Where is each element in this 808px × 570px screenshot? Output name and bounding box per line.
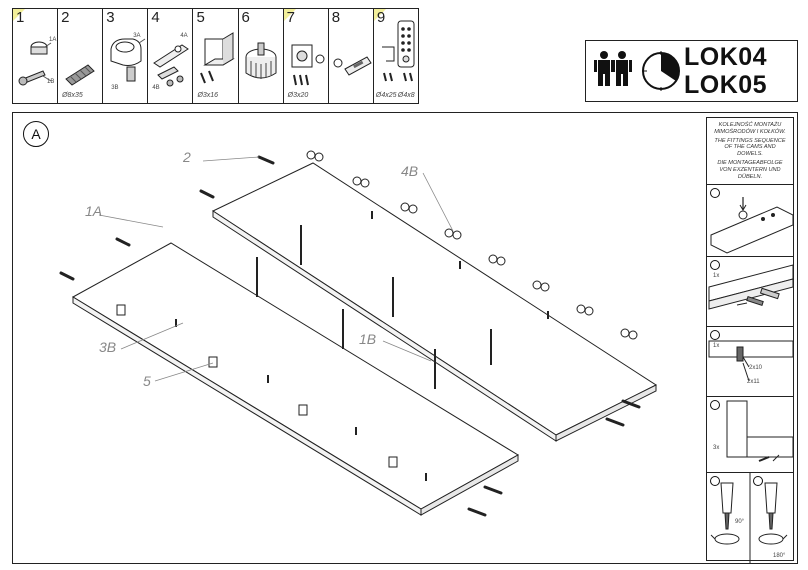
callout-label: 1B (359, 331, 377, 347)
part-number: 5 (196, 9, 205, 26)
part-number: 3 (106, 9, 115, 26)
callout-label: 2 (183, 149, 191, 165)
callout-label: 1A (85, 203, 103, 219)
substep-4: 3x (707, 396, 794, 472)
model-header: LOK04 LOK05 (585, 40, 798, 102)
instruction-pl: KOLEJNOŚĆ MONTAŻU MIMOŚRODÓW I KOŁKÓW. (714, 122, 786, 135)
part-dimension: Ø4x25 (375, 92, 397, 99)
panel-assembly-drawing (59, 150, 658, 517)
model-code: LOK04 (684, 43, 768, 71)
screwdriver-diagram (710, 473, 788, 563)
part-cell-4: 4 4A 4B (148, 9, 194, 103)
substep-marker (753, 476, 763, 486)
cam-housings (306, 150, 638, 340)
code-lock-icon (381, 20, 415, 82)
substep-marker (710, 188, 720, 198)
fitting-sequence-panel: KOLEJNOŚĆ MONTAŻU MIMOŚRODÓW I KOŁKÓW. T… (706, 117, 794, 563)
step-badge: A (23, 121, 49, 147)
rotation-label: 90° (735, 519, 745, 525)
measurement-label: 2x11 (747, 379, 760, 385)
callout-label: 3B (99, 339, 117, 355)
part-dimension: Ø8x35 (62, 92, 83, 99)
dowel-icon (65, 64, 95, 86)
upper-board (211, 162, 658, 442)
part-dimension: Ø3x16 (197, 92, 219, 99)
callout-label: 4B (401, 163, 419, 179)
part-number: 6 (241, 9, 250, 26)
cam-housing-icon (110, 38, 146, 82)
bracket-fittings (116, 304, 398, 468)
corner-flag (283, 9, 296, 21)
dowels (59, 155, 641, 517)
hinge-icon (153, 44, 190, 87)
substep-marker (710, 260, 720, 270)
corner-flag (13, 9, 25, 21)
sub-label: 1B (47, 79, 55, 85)
part-cell-3: 3 3A 3B (103, 9, 149, 103)
part-number: 4 (151, 9, 160, 26)
key-plate-icon (333, 56, 372, 76)
part-cell-1: 1 1A 1B (13, 9, 59, 103)
part-cell-7: 7 Ø3x20 (283, 9, 329, 103)
sub-label: 3A (133, 33, 141, 39)
part-number: 7 (286, 9, 295, 26)
substep-1 (707, 184, 794, 256)
cam-insertion-diagram (710, 197, 794, 254)
parts-strip: 1 1A 1B 2 Ø8x35 3 3A (12, 8, 419, 104)
substep-marker (710, 400, 720, 410)
part-dimension: Ø3x20 (287, 92, 309, 99)
substep-marker (710, 476, 720, 486)
corner-flag (373, 9, 386, 21)
clock-icon (642, 51, 680, 91)
substep-marker (710, 330, 720, 340)
callout-label: 5 (143, 373, 151, 389)
cam-lock-icon (18, 41, 52, 86)
assembly-step-frame: A (12, 112, 798, 564)
part-dimension: Ø4x8 (397, 92, 415, 99)
callout-leaders (98, 156, 454, 382)
quantity-label: 1x (713, 343, 720, 349)
sequence-instructions: KOLEJNOŚĆ MONTAŻU MIMOŚRODÓW I KOŁKÓW. T… (711, 122, 789, 182)
part-number: 1 (16, 9, 25, 26)
substep-3: 1x 2x10 2x11 (707, 326, 794, 396)
sub-label: 4B (152, 85, 160, 91)
fixing-screws (175, 211, 549, 481)
panel-joint-diagram (726, 400, 794, 462)
bracket-icon (200, 32, 236, 84)
knob-icon (245, 42, 277, 79)
part-number: 8 (331, 9, 341, 26)
lock-icon (291, 44, 325, 86)
instruction-de: DIE MONTAGEABFOLGE VON EXZENTERN UND DÜB… (717, 159, 783, 180)
lower-board (72, 242, 519, 516)
rotation-label: 180° (773, 553, 786, 559)
sub-label: 1A (49, 37, 57, 43)
quantity-label: 3x (713, 445, 720, 451)
part-cell-6: 6 (239, 9, 284, 103)
part-cell-8: 8 (329, 9, 374, 103)
part-cell-2: 2 Ø8x35 (58, 9, 104, 103)
header-icons (594, 51, 680, 91)
part-cell-5: 5 Ø3x16 (193, 9, 239, 103)
substep-2: 1x (707, 256, 794, 326)
quantity-label: 1x (713, 273, 720, 279)
model-code: LOK05 (684, 71, 768, 99)
sub-label: 3B (111, 85, 119, 91)
part-number: 9 (376, 9, 386, 26)
cam-bolts (256, 225, 492, 389)
sub-label: 4A (180, 33, 188, 39)
part-cell-9: 9 Ø4x25 Ø4x8 (373, 9, 418, 103)
measurement-label: 2x10 (749, 365, 763, 371)
measurement-diagram (708, 340, 794, 382)
substep-5: 90° 180° (707, 472, 793, 563)
two-person-icon (594, 51, 632, 86)
part-number: 2 (61, 9, 70, 26)
dowel-insertion-diagram (708, 264, 794, 310)
instruction-en: THE FITTINGS SEQUENCE OF THE CAMS AND DO… (714, 137, 786, 158)
